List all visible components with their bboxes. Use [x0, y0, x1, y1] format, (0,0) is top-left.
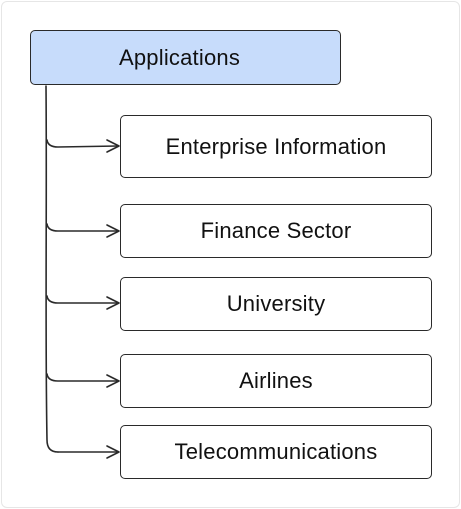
child-node-label: Airlines — [239, 368, 313, 393]
child-node-enterprise-information[interactable]: Enterprise Information — [120, 115, 432, 178]
connector-finance-sector — [46, 223, 119, 232]
root-node-label: Applications — [119, 44, 241, 70]
child-node-airlines[interactable]: Airlines — [120, 354, 432, 408]
child-node-label: Finance Sector — [200, 218, 352, 243]
child-node-finance-sector[interactable]: Finance Sector — [120, 204, 432, 258]
child-node-label: Enterprise Information — [165, 133, 387, 159]
connector-university — [46, 295, 119, 304]
child-node-label: University — [226, 291, 326, 316]
arrowhead-finance-sector — [106, 224, 120, 238]
child-node-telecommunications[interactable]: Telecommunications — [120, 425, 432, 479]
root-node-applications[interactable]: Applications — [30, 30, 341, 85]
arrowhead-airlines — [106, 374, 120, 388]
trunk-line — [45, 85, 59, 453]
arrowhead-university — [106, 296, 120, 310]
arrowhead-enterprise-information — [106, 139, 120, 153]
arrowhead-telecommunications — [106, 445, 120, 459]
connector-airlines — [46, 373, 119, 382]
connector-enterprise-information — [46, 139, 119, 148]
child-node-university[interactable]: University — [120, 277, 432, 331]
child-node-label: Telecommunications — [174, 439, 378, 464]
